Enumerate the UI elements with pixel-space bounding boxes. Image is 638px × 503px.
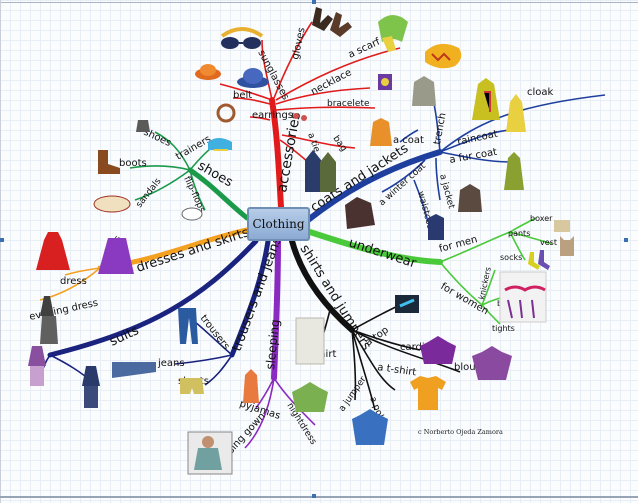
item-trench: trench bbox=[432, 112, 448, 146]
item-jacket: a jacket bbox=[437, 173, 456, 210]
hat-picture bbox=[237, 68, 269, 88]
jumper-picture bbox=[292, 382, 328, 412]
branch-coats-line bbox=[305, 149, 443, 223]
item-earrings: earrings bbox=[252, 110, 293, 121]
item-scarf: a scarf bbox=[347, 36, 383, 60]
item-socks: socks bbox=[500, 253, 522, 262]
item-cloak: cloak bbox=[527, 87, 554, 98]
sunglasses-picture bbox=[220, 27, 264, 49]
cardigan-picture bbox=[420, 336, 456, 364]
branch-accessories-line bbox=[269, 97, 284, 210]
item-a-coat: a coat bbox=[393, 135, 424, 146]
item-blouse: blouse bbox=[454, 362, 487, 373]
skirts-picture bbox=[98, 238, 134, 274]
trench-coat-picture bbox=[412, 76, 436, 106]
item-boxer: boxer bbox=[530, 214, 553, 223]
branch-trousers-line bbox=[229, 238, 271, 358]
item-tshirt: a t-shirt bbox=[377, 362, 417, 378]
boots-picture bbox=[98, 150, 120, 174]
tshirt-picture bbox=[410, 376, 446, 410]
branch-underwear-line bbox=[307, 229, 443, 265]
winter-coat-picture bbox=[345, 197, 375, 229]
flip-flops-picture bbox=[181, 207, 203, 221]
jeans-picture bbox=[112, 362, 156, 378]
item-jumper: a jumper bbox=[337, 375, 368, 414]
branch-label-suits: suits bbox=[107, 323, 141, 350]
hat-picture-pomalo bbox=[195, 64, 221, 80]
trousers-picture bbox=[178, 308, 198, 344]
frame-left-edge bbox=[0, 0, 1, 503]
vest-picture bbox=[560, 236, 574, 256]
item-belt: belt bbox=[233, 90, 252, 101]
coat-picture-orange bbox=[370, 118, 392, 146]
waistcoat-picture bbox=[428, 214, 444, 240]
branch-suits-line bbox=[47, 238, 259, 358]
dressing-gown-picture bbox=[187, 431, 233, 475]
item-bag: bag bbox=[331, 134, 349, 154]
item-bracelete: bracelete bbox=[327, 99, 370, 109]
shirt-picture bbox=[295, 317, 325, 365]
boxer-picture bbox=[554, 220, 570, 232]
shorts-picture bbox=[180, 378, 204, 394]
branch-sleeping-line bbox=[271, 238, 281, 381]
item-evening-dress: evening dress bbox=[28, 298, 99, 323]
shoes-picture bbox=[136, 120, 150, 132]
resize-handle-right[interactable] bbox=[624, 238, 628, 242]
bracelet-picture bbox=[378, 74, 392, 90]
branch-shirts-line bbox=[289, 238, 355, 333]
blouse-picture bbox=[472, 346, 512, 380]
item-boots: boots bbox=[119, 158, 147, 169]
item-vest: vest bbox=[540, 238, 557, 247]
pyjamas-picture bbox=[243, 369, 259, 403]
dress-picture bbox=[36, 232, 70, 270]
item-gloves: gloves bbox=[290, 27, 308, 61]
item-fur-coat: a fur coat bbox=[449, 147, 498, 166]
evening-dress-picture bbox=[40, 296, 58, 344]
branch-shoes-line bbox=[187, 167, 250, 221]
resize-handle-bottom[interactable] bbox=[312, 494, 316, 498]
gloves-picture bbox=[312, 7, 352, 37]
jacket-picture bbox=[458, 184, 482, 212]
resize-handle-left[interactable] bbox=[0, 238, 4, 242]
item-dress: dress bbox=[60, 276, 87, 287]
cloak-picture bbox=[472, 78, 500, 120]
trainers-picture bbox=[208, 138, 232, 151]
central-topic-node[interactable]: Clothing bbox=[247, 207, 310, 241]
people-tie-picture bbox=[305, 150, 336, 192]
central-topic-label: Clothing bbox=[252, 217, 305, 231]
frame-top-edge bbox=[0, 2, 638, 3]
item-for-men: for men bbox=[438, 234, 479, 255]
item-tights: tights bbox=[492, 324, 515, 333]
scarf-picture bbox=[378, 15, 408, 52]
socks-picture bbox=[528, 250, 550, 270]
item-jeans: jeans bbox=[157, 358, 185, 369]
underwear-women-picture bbox=[499, 271, 547, 323]
polo-picture bbox=[352, 409, 388, 445]
suit-man-picture bbox=[82, 366, 100, 408]
branch-label-shoes: shoes bbox=[195, 158, 235, 190]
item-trousers: trousers bbox=[198, 313, 232, 352]
item-sandals: sandals bbox=[134, 176, 163, 209]
earrings-picture bbox=[293, 113, 307, 121]
branch-label-sleeping: sleeping bbox=[263, 319, 282, 371]
frame-bottom-edge bbox=[0, 496, 638, 498]
item-raincoat: raincoat bbox=[456, 129, 498, 148]
item-trainers: trainers bbox=[174, 134, 213, 163]
branch-label-dresses: dresses and skirts bbox=[135, 225, 252, 276]
item-pants: pants bbox=[508, 229, 530, 238]
branch-label-underwear: underwear bbox=[347, 236, 419, 272]
copyright-text: c Norberto Ojeda Zamora bbox=[418, 428, 503, 436]
top-picture bbox=[395, 295, 419, 313]
fur-coat-picture bbox=[504, 152, 524, 190]
resize-handle-top[interactable] bbox=[312, 0, 316, 4]
item-shirt: shirt bbox=[314, 349, 336, 360]
raincoat-picture bbox=[506, 94, 526, 132]
sandals-picture bbox=[93, 195, 131, 213]
belt-picture bbox=[216, 103, 236, 123]
suit-woman-picture bbox=[28, 346, 46, 386]
scarf-picture-yellow bbox=[425, 43, 462, 69]
